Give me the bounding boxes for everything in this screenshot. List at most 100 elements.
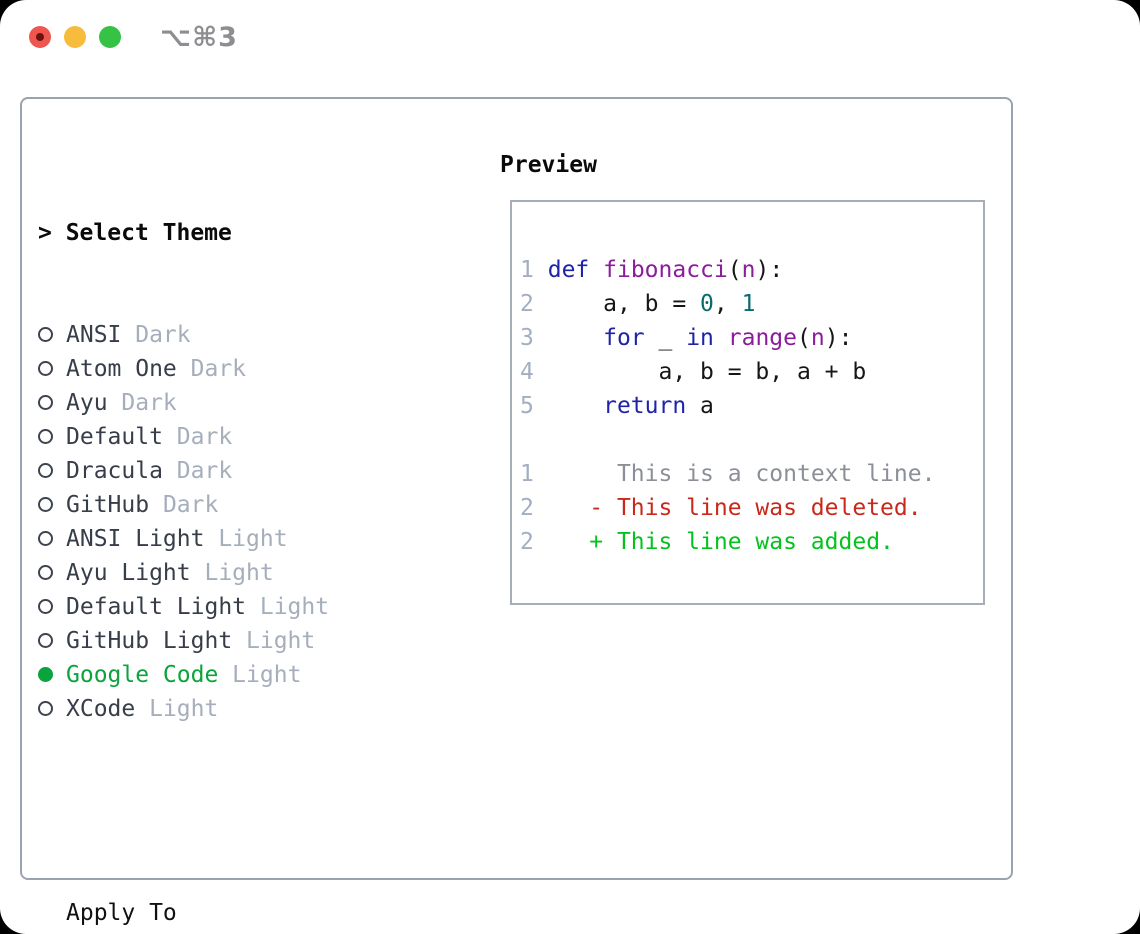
theme-option-default[interactable]: Default Dark (38, 420, 426, 454)
code-token: n (741, 257, 756, 283)
line-number: 2 (520, 291, 534, 317)
code-token: ( (797, 325, 811, 351)
theme-variant-tag: Light (135, 696, 219, 722)
code-token (714, 325, 728, 351)
theme-variant-tag: Dark (176, 356, 247, 382)
code-token (589, 257, 603, 283)
radio-icon (38, 599, 53, 614)
code-token: fibonacci (603, 257, 728, 283)
code-line: 3 for _ in range(n): (520, 321, 983, 355)
radio-icon (38, 327, 53, 342)
theme-option-default-light[interactable]: Default Light Light (38, 590, 426, 624)
theme-option-github[interactable]: GitHub Dark (38, 488, 426, 522)
theme-variant-tag: Dark (162, 424, 233, 450)
theme-name: Ayu Light (66, 560, 191, 586)
theme-option-ayu-light[interactable]: Ayu Light Light (38, 556, 426, 590)
radio-icon (38, 395, 53, 410)
code-line: 1 def fibonacci(n): (520, 253, 983, 287)
code-token: - This line was deleted. (589, 495, 922, 521)
theme-option-ayu[interactable]: Ayu Dark (38, 386, 426, 420)
theme-option-atom-one[interactable]: Atom One Dark (38, 352, 426, 386)
code-token: a (686, 393, 714, 419)
line-number: 1 (520, 461, 534, 487)
theme-name: Atom One (66, 356, 177, 382)
code-token: n (810, 325, 825, 351)
line-number: 2 (520, 529, 534, 555)
theme-name: Default (66, 424, 163, 450)
code-token: ): (755, 257, 784, 283)
theme-variant-tag: Dark (107, 390, 177, 416)
radio-icon (38, 633, 53, 648)
radio-icon (38, 463, 53, 478)
apply-to-label: Apply To (66, 900, 177, 926)
zoom-button[interactable] (99, 26, 121, 48)
code-token: return (603, 393, 687, 419)
theme-variant-tag: Light (246, 594, 330, 620)
code-token: _ (644, 325, 687, 351)
code-line (520, 219, 983, 253)
radio-selected-icon (38, 667, 53, 682)
theme-option-ansi[interactable]: ANSI Dark (38, 318, 426, 352)
code-token: a, b = (533, 291, 701, 317)
theme-variant-tag: Light (232, 628, 316, 654)
code-token: def (547, 257, 590, 283)
theme-variant-tag: Dark (162, 458, 233, 484)
theme-variant-tag: Light (204, 526, 288, 552)
theme-name: Default Light (66, 594, 247, 620)
code-token (534, 529, 589, 555)
code-token (534, 495, 589, 521)
code-token: a, b = b, a + b (533, 359, 867, 385)
theme-option-ansi-light[interactable]: ANSI Light Light (38, 522, 426, 556)
select-theme-header: > Select Theme (38, 216, 426, 250)
code-token: ( (727, 257, 742, 283)
theme-option-github-light[interactable]: GitHub Light Light (38, 624, 426, 658)
spacer (38, 794, 426, 828)
code-line: 5 return a (520, 389, 983, 423)
theme-variant-tag: Light (218, 662, 302, 688)
preview-title: Preview (500, 152, 597, 178)
theme-name: GitHub (66, 492, 150, 518)
radio-icon (38, 497, 53, 512)
theme-name: Dracula (66, 458, 163, 484)
theme-variant-tag: Dark (121, 322, 191, 348)
theme-option-xcode[interactable]: XCode Light (38, 692, 426, 726)
radio-icon (38, 701, 53, 716)
code-line: 2 + This line was added. (520, 525, 983, 559)
code-line (520, 423, 983, 457)
code-token: + This line was added. (589, 529, 894, 555)
line-number: 3 (520, 325, 534, 351)
line-number: 5 (520, 393, 534, 419)
theme-variant-tag: Dark (149, 492, 219, 518)
theme-name: Ayu (66, 390, 108, 416)
theme-name: ANSI Light (66, 526, 205, 552)
theme-name: GitHub Light (66, 628, 233, 654)
radio-icon (38, 565, 53, 580)
theme-name: XCode (66, 696, 136, 722)
minimize-button[interactable] (64, 26, 86, 48)
radio-icon (38, 361, 53, 376)
line-number: 2 (520, 495, 534, 521)
title-bar: ⌥⌘3 (0, 0, 1140, 70)
window-title: ⌥⌘3 (160, 22, 238, 53)
theme-option-google-code[interactable]: Google Code Light (38, 658, 426, 692)
code-token (534, 257, 548, 283)
theme-option-dracula[interactable]: Dracula Dark (38, 454, 426, 488)
code-line: 2 - This line was deleted. (520, 491, 983, 525)
theme-variant-tag: Light (190, 560, 274, 586)
code-line: 1 This is a context line. (520, 457, 983, 491)
radio-icon (38, 429, 53, 444)
code-token: ): (824, 325, 853, 351)
code-token: , (713, 291, 742, 317)
close-button[interactable] (29, 26, 51, 48)
code-token (534, 393, 603, 419)
code-token: in (686, 325, 714, 351)
code-token: This is a context line. (616, 461, 936, 487)
line-number: 1 (520, 257, 534, 283)
code-token: range (727, 325, 798, 351)
select-theme-label: Select Theme (65, 220, 232, 246)
code-line: 2 a, b = 0, 1 (520, 287, 983, 321)
